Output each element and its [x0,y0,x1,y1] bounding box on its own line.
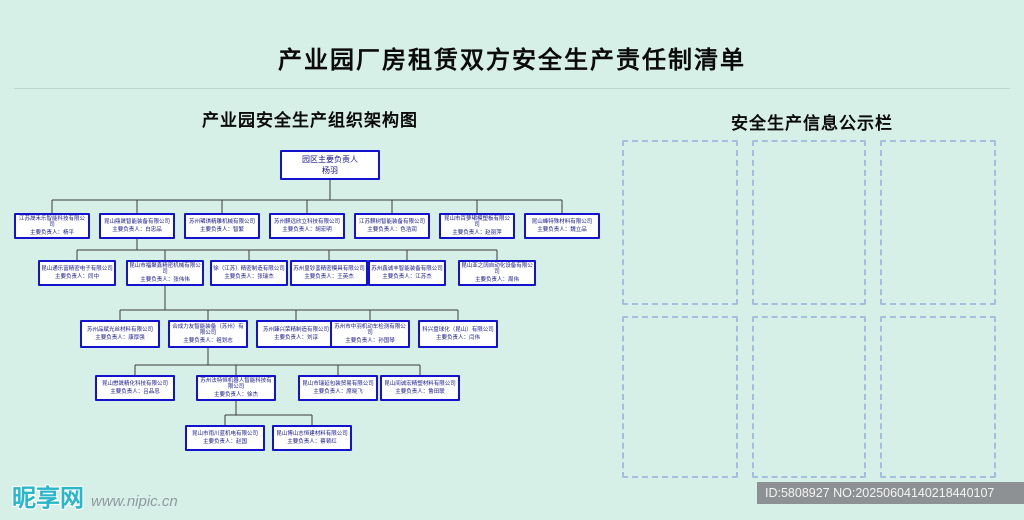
org-node: 科兴盘球化（昆山）有限公司 主要负责人：闫伟 [418,320,498,348]
org-node-person: 主要负责人：杨平 [29,229,74,236]
org-node: 昆山市雨川蓝机电有限公司 主要负责人：赵国 [185,425,265,451]
org-node-company: 苏州市中羽机动车检测有限公司 [334,323,406,337]
org-node-person: 主要负责人：智繁 [199,226,244,233]
org-node-company: 苏州臻兴荣精制造有限公司 [262,327,329,333]
org-node: 昆山市瑞延包装贸易有限公司 主要负责人：席晓飞 [298,375,378,401]
org-node-company: 昆山博山志恒建材料有限公司 [276,431,348,437]
org-node-company: 苏州麒远欣立科技有限公司 [273,219,340,225]
org-node: 昆山鼎晟智能装备有限公司 主要负责人：白忠品 [99,213,175,239]
org-node-company: 科兴盘球化（昆山）有限公司 [422,327,494,333]
org-node-person: 主要负责人：闫伟 [435,334,480,341]
org-node-company: 苏州品赋光丝材料有限公司 [86,327,153,333]
org-node-company: 昆山市百萝珺模塑板有限公司 [443,215,510,229]
org-node-root: 园区主要负责人 杨羽 [280,150,380,180]
org-node-title: 园区主要负责人 [302,154,358,164]
org-node: 昆山间诚宏精塑材料有限公司 主要负责人：鲁田联 [380,375,460,401]
org-node: 苏州臻兴荣精制造有限公司 主要负责人：刘淳 [256,320,336,348]
org-node-person: 主要负责人：色浩润 [367,226,417,233]
org-node: 苏州品赋光丝材料有限公司 主要负责人：康厚强 [80,320,160,348]
org-node-person: 杨羽 [322,165,338,175]
org-node: 昆山博山志恒建材料有限公司 主要负责人：蔡顿红 [272,425,352,451]
org-node-person: 主要负责人：鲁田联 [395,388,445,395]
org-node-company: 昆山市福聚鑫精密机械有限公司 [129,262,201,276]
org-node-person: 主要负责人：赵丽萍 [452,229,502,236]
org-node-person: 主要负责人：张伟伟 [140,276,190,283]
org-node-company: 昆山市瑞延包装贸易有限公司 [302,381,374,387]
org-node-person: 主要负责人：白忠品 [112,226,162,233]
image-id-bar: ID:5808927 NO:20250604140218440107 [757,482,1024,504]
org-node-person: 主要负责人：胡宏明 [282,226,332,233]
org-node: 苏州鑫诚丰智能装备有限公司 主要负责人：江苏杰 [368,260,446,286]
title-divider [14,88,1010,89]
org-node-company: 昆山市雨川蓝机电有限公司 [191,431,258,437]
org-node-person: 主要负责人：赵国 [202,438,247,445]
org-node-company: 徐（江苏）精密制造有限公司 [213,266,285,272]
org-node-company: 苏州鑫诚丰智能装备有限公司 [371,266,443,272]
org-node-company: 江苏晟禾乐智能科技有限公司 [18,215,85,229]
org-node-person: 主要负责人：周伟 [474,276,519,283]
org-node-company: 苏州皇钞銮精密模具有限公司 [293,266,365,272]
org-node: 苏州市中羽机动车检测有限公司 主要负责人：孙国琴 [330,320,410,348]
org-node-company: 昆山通乐富精密电子有限公司 [41,266,113,272]
org-node-company: 江苏麒树智能装备有限公司 [358,219,425,225]
org-node: 苏州麒远欣立科技有限公司 主要负责人：胡宏明 [269,213,345,239]
notice-board-placeholder [880,140,996,305]
watermark-brand: 昵享网 [12,485,84,512]
org-node-person: 主要负责人：席晓飞 [313,388,363,395]
org-node-person: 主要负责人：孙国琴 [345,337,395,344]
org-node: 苏州皇钞銮精密模具有限公司 主要负责人：王英杰 [290,260,368,286]
org-node-person: 主要负责人：祖划志 [183,337,233,344]
org-node-company: 苏州珺琪精雕机械有限公司 [188,219,255,225]
org-node-person: 主要负责人：魏立品 [537,226,587,233]
orgchart-section-title: 产业园安全生产组织架构图 [202,111,418,130]
org-node: 昆山峰特殊材料有限公司 主要负责人：魏立品 [524,213,600,239]
notice-board-placeholder [752,316,866,478]
notice-board-placeholder [880,316,996,478]
org-node: 苏州珺琪精雕机械有限公司 主要负责人：智繁 [184,213,260,239]
org-node-company: 昆山亚之阔自动化设备有限公司 [461,262,533,276]
watermark-url: www.nipic.cn [91,493,178,510]
org-node: 徐（江苏）精密制造有限公司 主要负责人：张瑞杰 [210,260,288,286]
org-node-company: 昆山懋晟精化科技有限公司 [101,381,168,387]
org-node-person: 主要负责人：王英杰 [304,273,354,280]
org-node-person: 主要负责人：同中 [54,273,99,280]
org-node: 苏州法特恒机器人智能科技有限公司 主要负责人：徐杰 [196,375,276,401]
org-node-person: 主要负责人：江苏杰 [382,273,432,280]
org-node-company: 昆山鼎晟智能装备有限公司 [103,219,170,225]
org-node: 昆山亚之阔自动化设备有限公司 主要负责人：周伟 [458,260,536,286]
org-node: 昆山通乐富精密电子有限公司 主要负责人：同中 [38,260,116,286]
org-node: 江苏晟禾乐智能科技有限公司 主要负责人：杨平 [14,213,90,239]
notice-board-placeholder [622,316,738,478]
watermark: 昵享网 www.nipic.cn [12,478,178,513]
org-node-person: 主要负责人：徐杰 [213,391,258,398]
org-node: 昆山市百萝珺模塑板有限公司 主要负责人：赵丽萍 [439,213,515,239]
org-node-person: 主要负责人：张瑞杰 [224,273,274,280]
org-node-company: 苏州法特恒机器人智能科技有限公司 [200,377,272,391]
org-node-person: 主要负责人：吕品忠 [110,388,160,395]
org-node-company: 昆山间诚宏精塑材料有限公司 [384,381,456,387]
org-node-company: 昆山峰特殊材料有限公司 [531,219,593,225]
page-title: 产业园厂房租赁双方安全生产责任制清单 [278,47,746,74]
org-node: 昆山市福聚鑫精密机械有限公司 主要负责人：张伟伟 [126,260,204,286]
notice-board-placeholder [622,140,738,305]
org-node-person: 主要负责人：康厚强 [95,334,145,341]
org-node: 合成力友智能装备（苏州）有限公司 主要负责人：祖划志 [168,320,248,348]
org-node: 昆山懋晟精化科技有限公司 主要负责人：吕品忠 [95,375,175,401]
org-node-person: 主要负责人：蔡顿红 [287,438,337,445]
org-node: 江苏麒树智能装备有限公司 主要负责人：色浩润 [354,213,430,239]
org-node-person: 主要负责人：刘淳 [273,334,318,341]
notice-board-placeholder [752,140,866,305]
notice-board-section-title: 安全生产信息公示栏 [731,114,893,133]
org-node-company: 合成力友智能装备（苏州）有限公司 [172,323,244,337]
